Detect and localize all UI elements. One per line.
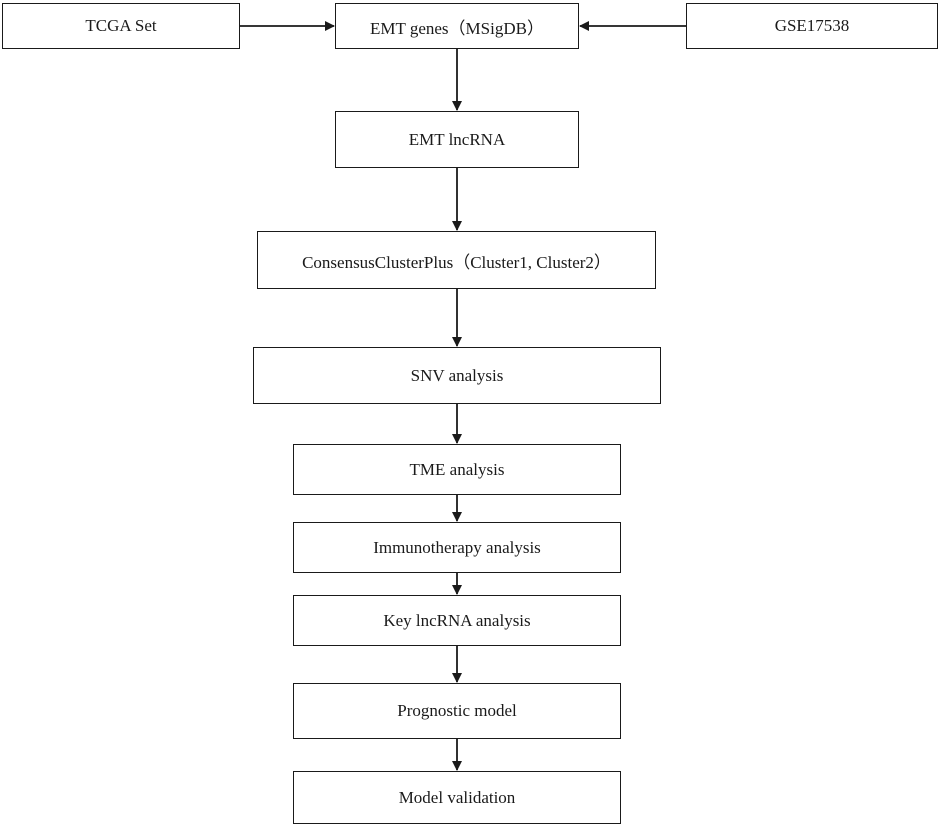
node-immunotherapy-analysis: Immunotherapy analysis	[293, 522, 621, 573]
node-tme-analysis: TME analysis	[293, 444, 621, 495]
node-tme-analysis-label: TME analysis	[409, 459, 505, 479]
node-tcga-set: TCGA Set	[2, 3, 240, 49]
node-emt-lncrna: EMT lncRNA	[335, 111, 579, 168]
node-consensus-cluster-label: ConsensusClusterPlus（Cluster1, Cluster2）	[302, 252, 611, 272]
node-model-validation: Model validation	[293, 771, 621, 824]
node-emt-genes: EMT genes（MSigDB）	[335, 3, 579, 49]
node-gse17538: GSE17538	[686, 3, 938, 49]
node-snv-analysis-label: SNV analysis	[410, 365, 504, 385]
node-model-validation-label: Model validation	[398, 787, 516, 807]
node-prognostic-model: Prognostic model	[293, 683, 621, 739]
node-tcga-set-label: TCGA Set	[85, 16, 157, 35]
node-consensus-cluster: ConsensusClusterPlus（Cluster1, Cluster2）	[257, 231, 656, 289]
node-key-lncrna-analysis-label: Key lncRNA analysis	[383, 610, 531, 630]
node-emt-genes-label: EMT genes（MSigDB）	[370, 18, 544, 38]
node-emt-lncrna-label: EMT lncRNA	[408, 129, 506, 149]
node-gse17538-label: GSE17538	[774, 16, 850, 35]
node-prognostic-model-label: Prognostic model	[397, 701, 517, 720]
node-snv-analysis: SNV analysis	[253, 347, 661, 404]
node-key-lncrna-analysis: Key lncRNA analysis	[293, 595, 621, 646]
node-immunotherapy-analysis-label: Immunotherapy analysis	[373, 537, 541, 557]
